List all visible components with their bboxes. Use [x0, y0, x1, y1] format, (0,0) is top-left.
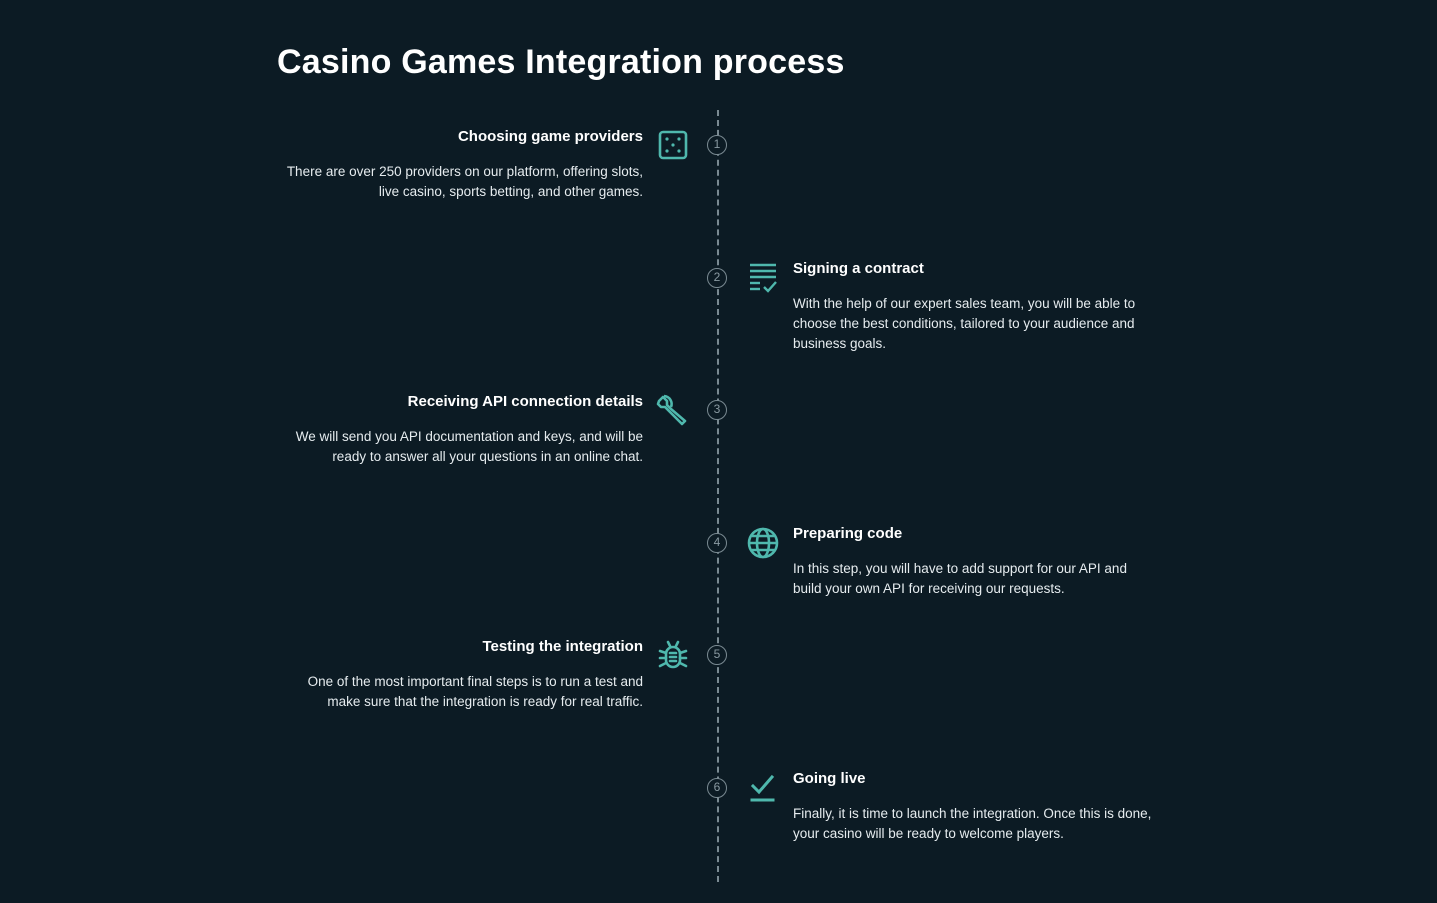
wrench-icon [655, 393, 689, 427]
step-number-badge: 6 [707, 778, 727, 798]
step-title: Testing the integration [482, 638, 643, 655]
checklist-icon [746, 261, 780, 295]
step-title: Choosing game providers [457, 128, 643, 145]
step-title: Receiving API connection details [407, 393, 643, 410]
step-number-badge: 1 [707, 135, 727, 155]
page-title: Casino Games Integration process [277, 43, 845, 81]
timeline-dashed-line [717, 110, 719, 882]
step-number-badge: 3 [707, 400, 727, 420]
step-description: One of the most important final steps is… [307, 674, 643, 709]
step-title: Preparing code [793, 525, 903, 542]
dice-icon [656, 128, 690, 162]
step-title: Going live [793, 770, 866, 787]
globe-icon [746, 526, 780, 560]
bug-icon [656, 638, 690, 672]
step-number-badge: 2 [707, 268, 727, 288]
step-number-badge: 4 [707, 533, 727, 553]
step-description: In this step, you will have to add suppo… [793, 561, 1127, 596]
step-title: Signing a contract [793, 260, 924, 277]
step-description: Finally, it is time to launch the integr… [793, 806, 1152, 841]
step-description: We will send you API documentation and k… [295, 429, 643, 464]
step-description: There are over 250 providers on our plat… [286, 164, 643, 199]
step-description: With the help of our expert sales team, … [793, 296, 1136, 351]
checkmark-icon [746, 771, 780, 805]
step-number-badge: 5 [707, 645, 727, 665]
